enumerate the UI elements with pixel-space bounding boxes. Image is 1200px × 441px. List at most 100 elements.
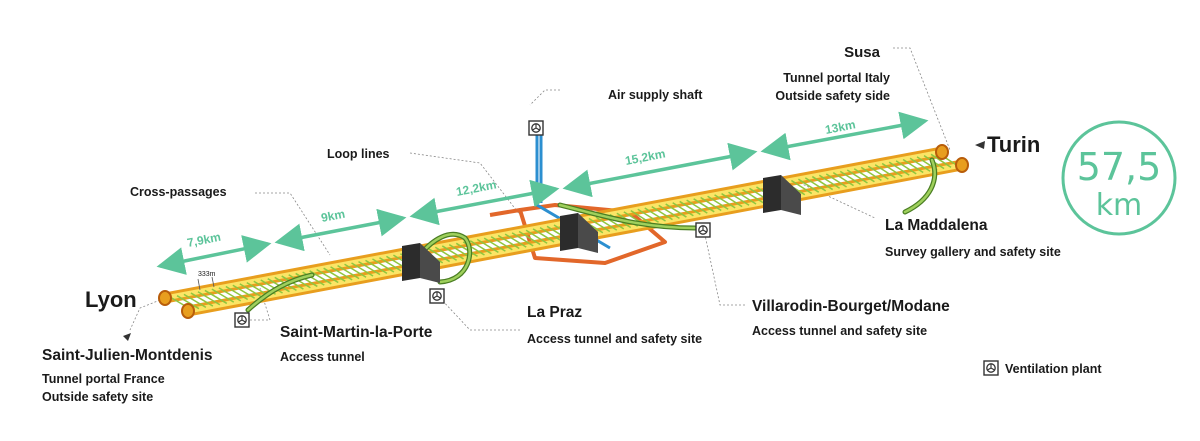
cross-passage [679,200,701,216]
cross-passage [511,232,534,247]
site-name: La Maddalena [885,217,988,234]
site-name: Villarodin-Bourget/Modane [752,298,950,315]
distance-label: 9km [320,207,346,225]
cross-passage [365,259,388,274]
cross-passage [525,229,548,244]
site-desc: Tunnel portal Italy [783,71,890,85]
cross-passage [860,166,882,182]
cross-passage [372,258,395,273]
cross-passage [909,157,931,172]
cross-passage [686,199,708,214]
cross-passage [825,173,847,188]
cross-passage [260,279,283,294]
cross-passage [483,237,506,252]
cross-passage [225,285,249,301]
cross-passage [665,203,687,218]
cross-passage [379,257,402,272]
total-length-value: 57,5 [1077,145,1162,189]
cross-passage [455,242,478,257]
cross-passage-ladder [169,152,959,311]
cross-passage [902,158,924,174]
access-tunnels [245,157,938,313]
cross-passage [232,284,256,299]
cross-passage [295,272,318,288]
site-desc: Tunnel portal France [42,372,165,386]
cross-passage [707,195,729,210]
site-name: Susa [844,44,881,61]
safety-site-blocks [402,175,801,283]
cross-passage [441,245,464,260]
cross-passage [197,291,221,306]
ventilation-plant-icon [528,120,544,136]
cross-passage [358,261,381,276]
ventilation-plant-icon [695,222,711,238]
distance-label: 13km [824,117,857,137]
cross-passage [867,165,889,180]
cross-passage [490,236,513,251]
cross-passage [790,179,813,195]
cross-passage [427,247,451,263]
cross-passage [853,168,875,183]
total-length-badge: 57,5 km [1061,120,1177,236]
legend: Ventilation plant [983,360,1102,376]
cross-passage [874,164,896,179]
site-desc: Survey gallery and safety site [885,245,1061,259]
portals [158,144,969,319]
cross-passage [504,233,527,248]
cross-passage [434,246,458,261]
site-la-maddalena: La Maddalena Survey gallery and safety s… [885,217,1061,259]
cross-passage [658,204,680,219]
cross-passage [330,266,353,281]
cross-passage [469,240,492,255]
leader-lines [129,47,951,331]
cross-passage [218,287,242,302]
cross-passage [839,170,861,185]
turin-arrow-icon [975,141,985,149]
cross-passage [497,234,520,250]
site-desc: Access tunnel [280,350,365,364]
cross-passage [190,292,214,307]
cross-passage [351,262,374,277]
endpoint-turin: Turin [987,132,1040,157]
spacing-marker: 333m [197,271,216,291]
distance-label: 15,2km [624,146,667,168]
distance-markers [156,111,929,275]
ventilation-plant-icon [429,288,445,304]
cross-passage [323,267,346,282]
cross-passages-label: Cross-passages [130,185,227,199]
site-susa: Susa Tunnel portal Italy Outside safety … [775,44,890,103]
site-saint-martin: Saint-Martin-la-Porte Access tunnel [280,324,433,364]
cross-passage [881,162,903,178]
site-name: La Praz [527,304,582,321]
ventilation-plant-icon [234,312,250,328]
cross-passage [651,206,673,221]
cross-passage [700,196,722,212]
site-desc: Outside safety site [42,390,153,404]
cross-passage [337,264,360,280]
cross-passage [476,238,499,254]
cross-passage [204,289,228,305]
distance-label: 12,2km [455,177,498,199]
cross-passage [448,243,471,259]
total-length-unit: km [1096,188,1143,223]
site-villarodin: Villarodin-Bourget/Modane Access tunnel … [752,298,950,338]
distance-label: 7,9km [186,230,222,250]
cross-passage [895,160,917,175]
cross-passage [532,228,555,243]
cross-passage [832,172,854,187]
endpoint-lyon: Lyon [85,287,137,312]
ventilation-plant-icon [983,360,999,376]
cross-passage [637,208,659,223]
air-supply-shaft-label: Air supply shaft [608,88,703,102]
cross-passage [288,274,311,289]
lyon-arrow-icon [123,333,131,341]
loop-lines-label: Loop lines [327,147,390,161]
cross-passage [539,226,562,242]
cross-passage [644,207,666,222]
cross-passage [811,175,834,191]
cross-passage [888,161,910,176]
cross-passage [183,293,207,309]
site-desc: Access tunnel and safety site [527,332,702,346]
